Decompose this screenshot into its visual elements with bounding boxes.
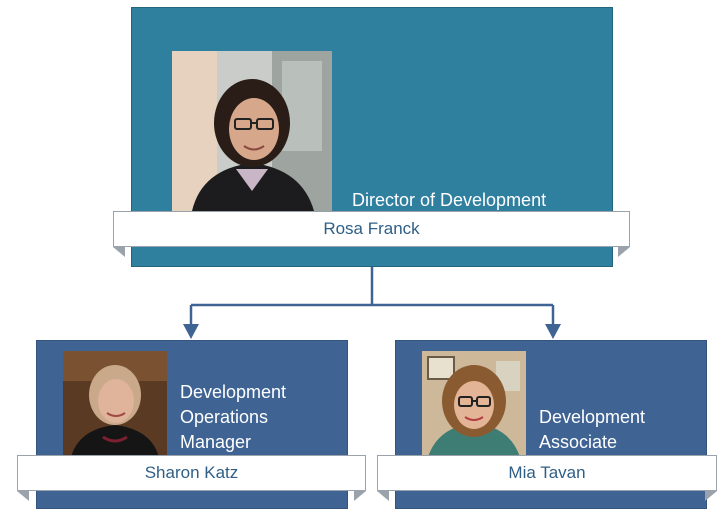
report-title-sharon: Development Operations Manager bbox=[180, 382, 287, 452]
report-name-sharon: Sharon Katz bbox=[144, 463, 239, 482]
director-photo bbox=[172, 51, 332, 211]
director-name-bar: Rosa Franck bbox=[113, 211, 630, 257]
director-name: Rosa Franck bbox=[323, 219, 420, 238]
arrow-down-icon bbox=[183, 324, 199, 339]
report-name-bar-mia: Mia Tavan bbox=[377, 455, 717, 501]
arrow-down-icon bbox=[545, 324, 561, 339]
report-photo-mia bbox=[422, 351, 526, 457]
report-photo-sharon bbox=[63, 351, 167, 457]
report-name-mia: Mia Tavan bbox=[508, 463, 586, 482]
report-title-mia: Development Associate bbox=[539, 407, 646, 452]
director-title: Director of Development bbox=[352, 190, 547, 210]
report-name-bar-sharon: Sharon Katz bbox=[17, 455, 366, 501]
